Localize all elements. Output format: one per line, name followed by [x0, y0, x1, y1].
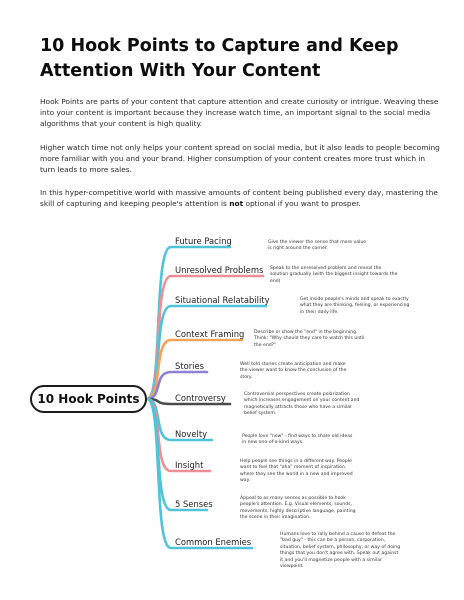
intro-paragraph-3-text: In this hyper-competitive world with mas…	[40, 188, 438, 208]
branch-label-stories: Stories	[175, 361, 205, 371]
connector-5-senses	[145, 397, 209, 512]
branch-description-context-framing: Describe or show the "end" in the beginn…	[254, 330, 365, 348]
intro-paragraph-3: In this hyper-competitive world with mas…	[40, 187, 440, 209]
branch-description-future-pacing: Give the viewer the sense that more valu…	[268, 240, 367, 252]
branch-label-context-framing: Context Framing	[175, 329, 245, 339]
branch-label-controversy: Controversy	[175, 393, 226, 403]
branch-description-stories: Well told stories create anticipation an…	[240, 362, 347, 380]
branch-label-novelty: Novelty	[175, 429, 208, 439]
branch-description-insight: Help people see things in a different wa…	[240, 459, 353, 484]
intro-paragraph-3-emphasis: not	[229, 199, 244, 208]
page-title: 10 Hook Points to Capture and Keep Atten…	[40, 36, 399, 81]
intro-paragraph-2: Higher watch time not only helps your co…	[40, 143, 440, 174]
branch-label-future-pacing: Future Pacing	[175, 236, 232, 246]
intro-paragraph-3-end: optional if you want to prosper.	[243, 199, 361, 208]
branch-description-5-senses: Appeal to as many senses as possible to …	[240, 496, 356, 521]
branch-label-insight: Insight	[175, 460, 204, 470]
branch-description-unresolved-problems: Speak to the unresolved problem and reve…	[270, 266, 398, 284]
branch-description-situational-relatability: Get inside people's minds and speak to e…	[300, 297, 410, 315]
branch-connectors	[145, 245, 268, 550]
branch-description-common-enemies: Humans love to rally behind a cause to d…	[280, 532, 401, 570]
connector-situational-relatability	[145, 304, 268, 401]
branch-label-situational-relatability: Situational Relatability	[175, 295, 270, 305]
branch-description-controversy: Controversial perspectives create polari…	[244, 392, 360, 417]
branch-label-common-enemies: Common Enemies	[175, 537, 252, 547]
branch-description-novelty: People love "new" - find ways to share o…	[242, 434, 353, 446]
branch-label-unresolved-problems: Unresolved Problems	[175, 265, 264, 275]
connector-common-enemies	[145, 397, 254, 550]
mindmap-hub: 10 Hook Points	[30, 385, 147, 413]
intro-paragraph-1: Hook Points are parts of your content th…	[40, 97, 439, 128]
branch-label-5-senses: 5 Senses	[175, 499, 213, 509]
